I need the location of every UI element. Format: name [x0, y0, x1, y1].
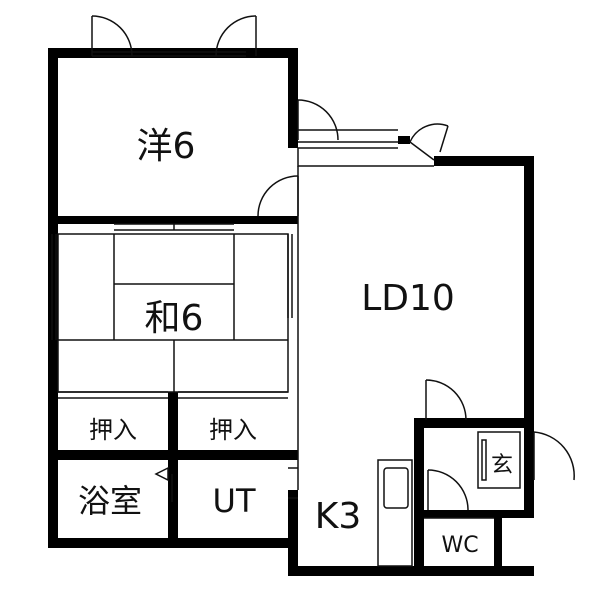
doors [91, 15, 575, 511]
wall-bay-top [398, 136, 410, 144]
wall-closet-divider [168, 392, 178, 460]
label-closet-right: 押入 [209, 416, 257, 444]
wall-western-japanese [48, 216, 298, 224]
label-utility: UT [213, 482, 256, 520]
wall-wc-right [494, 518, 502, 576]
label-kitchen: K3 [315, 496, 362, 537]
label-closet-left: 押入 [89, 416, 137, 444]
wall-entrance-bottom [424, 510, 534, 518]
wall-ld-right [524, 156, 534, 422]
wall-ld-top [434, 156, 534, 166]
label-bathroom: 浴室 [78, 482, 142, 520]
label-toilet: WC [441, 533, 478, 558]
thin-lines [51, 51, 521, 567]
label-western-room: 洋6 [137, 126, 196, 167]
wall-entrance-top [414, 418, 534, 428]
wall-bottom-kitchen [288, 566, 534, 576]
wall-middle-lower [288, 490, 298, 576]
wall-entrance-right [524, 418, 534, 518]
label-japanese-room: 和6 [145, 298, 204, 339]
walls [48, 48, 534, 576]
wall-top-left [48, 48, 298, 58]
label-living-dining: LD10 [361, 278, 455, 319]
wall-middle-upper [288, 48, 298, 148]
bath-door-marker [154, 466, 169, 482]
wall-entrance-left [414, 418, 424, 576]
wall-left [48, 48, 58, 548]
wall-bath-ut [168, 460, 178, 548]
label-entrance: 玄 [491, 453, 513, 478]
